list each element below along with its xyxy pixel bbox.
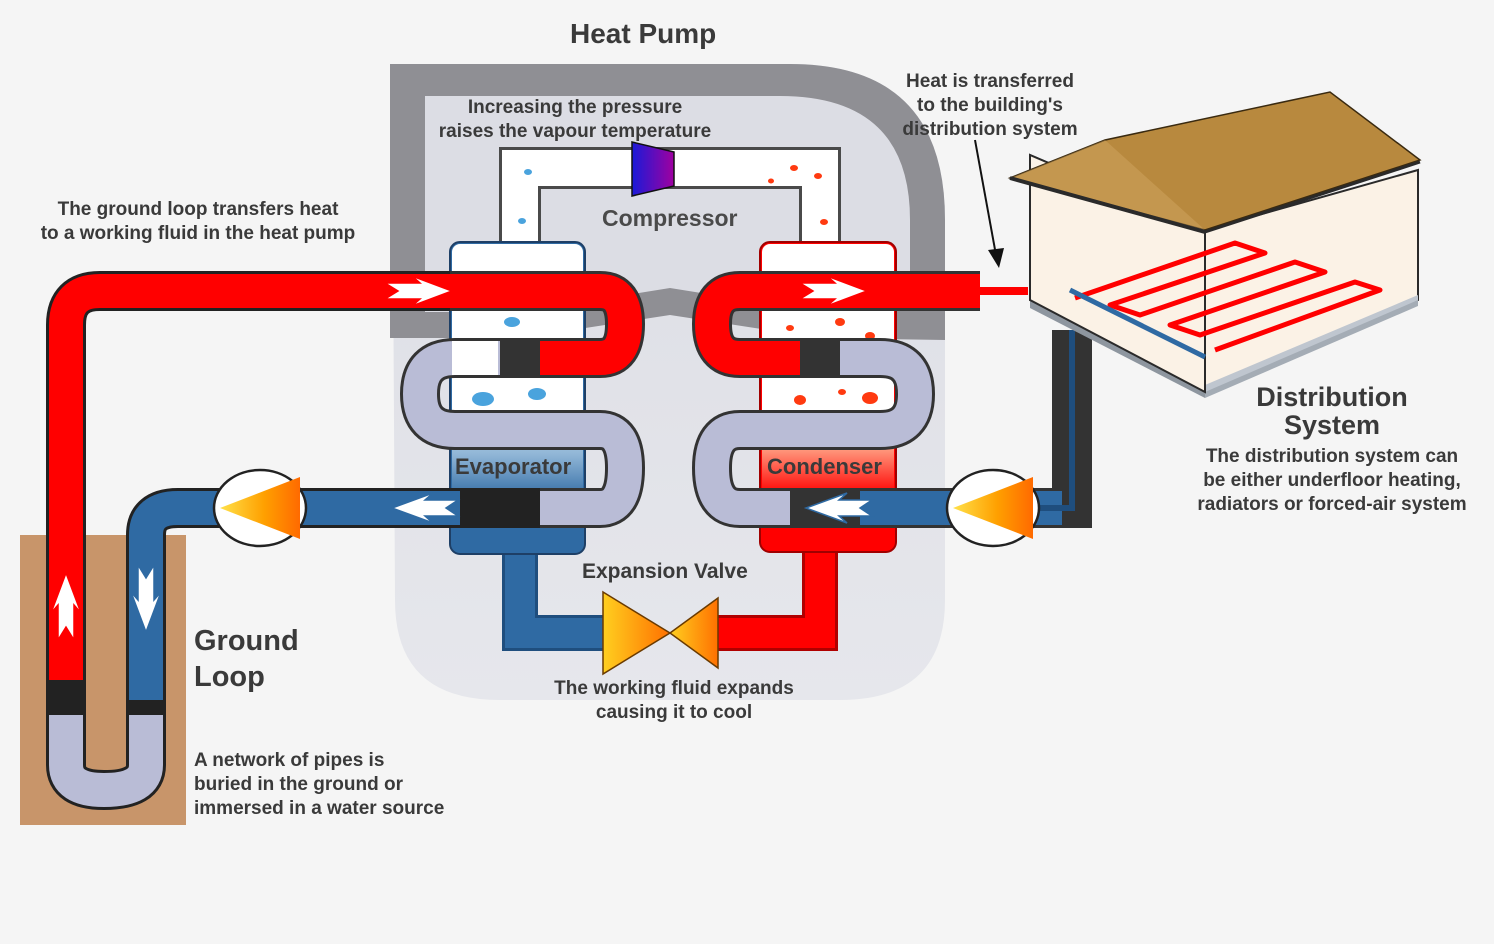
expansion-note: The working fluid expands causing it to …	[530, 677, 818, 725]
diagram-title: Heat Pump	[570, 18, 717, 49]
distribution-description-line: The distribution system can	[1205, 446, 1459, 467]
heat-transfer-note-line: to the building's	[917, 95, 1063, 116]
arrow-right-icon	[382, 275, 455, 307]
distribution-title-line: Distribution	[1256, 382, 1408, 412]
compressor-note: Increasing the pressure raises the vapou…	[420, 96, 730, 144]
ground-loop-title-line: Ground	[194, 625, 299, 657]
ground-loop-note-line: The ground loop transfers heat	[57, 199, 339, 220]
heat-transfer-note: Heat is transferred to the building's di…	[885, 70, 1095, 142]
distribution-description-line: radiators or forced-air system	[1197, 494, 1467, 515]
flow-arrows-cold	[130, 492, 875, 635]
distribution-description-line: be either underfloor heating,	[1203, 470, 1461, 491]
pointer-arrow-icon	[974, 139, 1004, 268]
ground-loop-note: The ground loop transfers heat to a work…	[20, 198, 376, 246]
ground-loop-pipe	[46, 271, 600, 811]
underfloor-heating-icon	[1074, 240, 1383, 353]
compressor-note-line: raises the vapour temperature	[438, 121, 712, 142]
arrow-up-icon	[50, 570, 82, 643]
compressor-icon	[631, 141, 675, 197]
evaporator-label: Evaporator	[455, 454, 572, 479]
condenser-label: Condenser	[767, 454, 882, 479]
heat-transfer-note-line: Heat is transferred	[906, 71, 1074, 92]
arrow-left-icon	[389, 492, 461, 524]
ground-loop-pump-icon	[212, 468, 308, 548]
flow-arrows	[382, 275, 870, 307]
expansion-note-line: The working fluid expands	[554, 678, 794, 699]
distribution-description: The distribution system can be either un…	[1174, 445, 1490, 517]
compressor-note-line: Increasing the pressure	[467, 97, 683, 118]
heat-transfer-note-line: distribution system	[902, 119, 1078, 140]
distribution-pump-icon	[945, 468, 1041, 548]
house-icon	[1007, 91, 1422, 398]
ground-loop-description: A network of pipes is buried in the grou…	[194, 749, 444, 821]
distribution-title: Distribution System	[1232, 383, 1432, 439]
compressor-label: Compressor	[602, 205, 738, 231]
ground-loop-title: Ground Loop	[194, 623, 299, 695]
ground-loop-title-line: Loop	[194, 661, 265, 693]
ground-loop-description-line: buried in the ground or	[194, 774, 403, 795]
expansion-valve-label: Expansion Valve	[582, 560, 748, 583]
refrigerant-bottom-loop	[502, 540, 838, 651]
arrow-down-icon	[130, 562, 162, 635]
arrow-right-icon	[797, 275, 870, 307]
distribution-title-line: System	[1283, 410, 1381, 440]
evaporator-coils	[399, 271, 646, 528]
ground-loop-note-line: to a working fluid in the heat pump	[40, 223, 356, 244]
ground-loop-description-line: A network of pipes is	[194, 750, 385, 771]
expansion-note-line: causing it to cool	[595, 702, 753, 723]
expansion-valve-icon	[602, 590, 719, 676]
ground-loop-description-line: immersed in a water source	[194, 798, 445, 819]
arrow-left-icon	[803, 492, 875, 524]
